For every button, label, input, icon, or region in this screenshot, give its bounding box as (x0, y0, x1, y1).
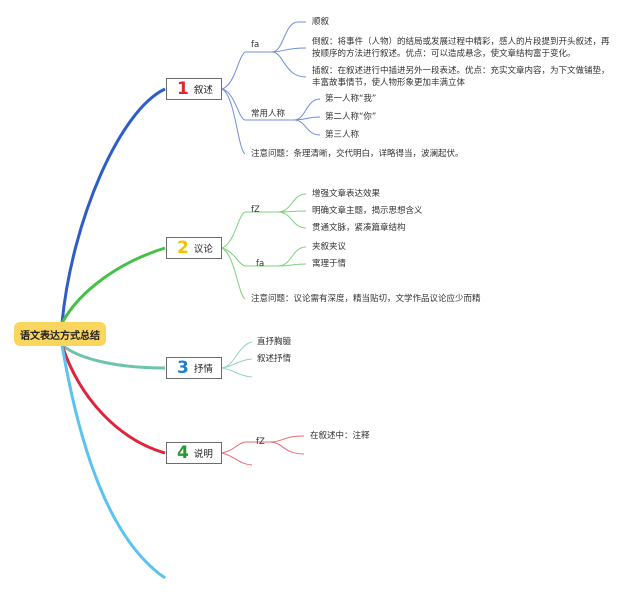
b1-fa-to-item2 (271, 47, 307, 53)
b2-group-fz[interactable]: fZ (251, 205, 260, 215)
branch-3-label: 抒情 (193, 364, 213, 375)
branch-1-number: 1 (177, 79, 189, 99)
b1-item-chaxu[interactable]: 插叙：在叙述进行中插进另外一段表述。优点：充实文章内容，为下文做铺垫，丰富故事情… (312, 66, 610, 88)
b1-item-shunxu[interactable]: 顺叙 (312, 17, 330, 27)
b2-item-3[interactable]: 贯通文脉，紧凑篇章结构 (312, 223, 406, 233)
b4-group-fz[interactable]: fZ (256, 437, 265, 447)
b1-to-note (221, 88, 246, 155)
b1-group-fa[interactable]: fa (251, 40, 260, 50)
b1-item-second-person[interactable]: 第二人称“你” (325, 112, 377, 122)
branch-3-number: 3 (177, 358, 189, 378)
root-node[interactable]: 语文表达方式总结 (14, 322, 106, 346)
b4-item-1[interactable]: 在叙述中：注释 (310, 431, 370, 441)
branch-4-number: 4 (177, 443, 189, 463)
b2-note[interactable]: 注意问题：议论需有深度，精当贴切，文学作品议论应少而精 (251, 294, 481, 304)
b1-group-person[interactable]: 常用人称 (251, 109, 286, 119)
branch-1-connector (60, 87, 166, 324)
b1-fa-to-item3 (271, 51, 307, 78)
b1-item-daoxu[interactable]: 倒叙：将事件（人物）的结局或发展过程中精彩，感人的片段提到开头叙述，再按顺序的方… (312, 37, 610, 59)
b1-to-fa (221, 51, 246, 90)
extra-branch-connector (60, 344, 166, 580)
branch-1-label: 叙述 (193, 85, 213, 96)
b2-to-note (221, 247, 246, 300)
b3-item-1[interactable]: 直抒胸臆 (257, 337, 292, 347)
branch-2-number: 2 (177, 238, 189, 258)
branch-node-3[interactable]: 3 抒情 (166, 357, 222, 379)
root-label: 语文表达方式总结 (20, 330, 100, 342)
b1-item-third-person[interactable]: 第三人称 (325, 130, 360, 140)
b1-item-first-person[interactable]: 第一人称“我” (325, 94, 377, 104)
branch-2-connector (60, 246, 166, 324)
b2-item-2[interactable]: 明确文章主题，揭示思想含义 (312, 206, 423, 216)
b2-group-fa[interactable]: fa (256, 259, 265, 269)
b3-item-2[interactable]: 叙述抒情 (257, 354, 292, 364)
branch-2-label: 议论 (193, 244, 213, 255)
b1-fa-to-item1 (271, 21, 299, 53)
b1-to-person (221, 88, 246, 121)
b2-to-fa (221, 247, 246, 267)
branch-node-2[interactable]: 2 议论 (166, 237, 222, 259)
b2-to-fz (221, 211, 246, 249)
branch-4-connector (60, 344, 166, 455)
b2-item-5[interactable]: 寓理于情 (312, 259, 347, 269)
b1-person-to-3 (293, 119, 321, 136)
branch-node-1[interactable]: 1 叙述 (166, 78, 222, 100)
b2-item-4[interactable]: 夹叙夹议 (312, 242, 347, 252)
b1-person-to-1 (293, 98, 321, 121)
branch-node-4[interactable]: 4 说明 (166, 442, 222, 464)
b2-item-1[interactable]: 增强文章表达效果 (312, 189, 381, 199)
b1-note[interactable]: 注意问题：条理清晰，交代明白，详略得当，波澜起伏。 (251, 149, 464, 159)
branch-4-label: 说明 (193, 449, 213, 460)
b1-person-to-2 (293, 116, 321, 121)
branch-3-connector (61, 343, 166, 370)
